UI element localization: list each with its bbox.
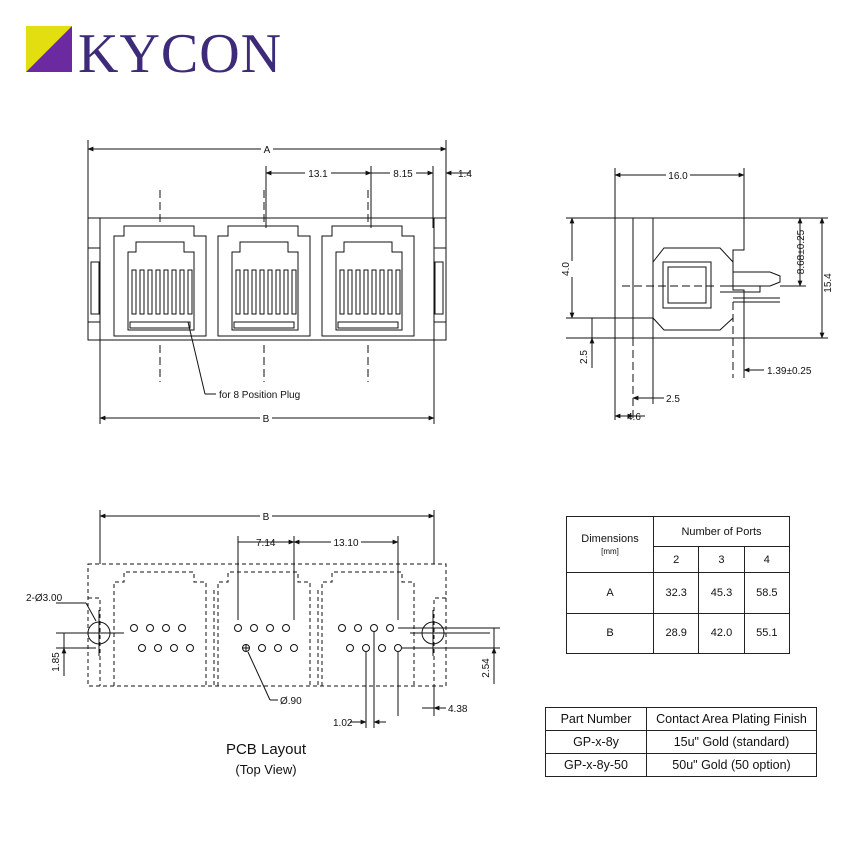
brand-name: KYCON — [78, 23, 282, 85]
row-label: A — [566, 572, 654, 614]
pcb-dim-holes: 2-Ø3.00 — [26, 593, 63, 604]
dims-header-cell: Dimensions [mm] — [566, 516, 654, 573]
pcb-dim-pin-dia: Ø.90 — [280, 696, 302, 707]
side-dim-post: 2.5 — [666, 394, 680, 405]
ports-header: Number of Ports — [653, 516, 790, 547]
pcb-pins-upper — [130, 624, 394, 632]
side-dim-lower: 2.5 — [579, 350, 590, 364]
dims-unit: [mm] — [601, 546, 619, 556]
side-dim-center: 8.68±0.25 — [796, 229, 807, 274]
side-view — [566, 168, 828, 420]
pn-header: Contact Area Plating Finish — [646, 707, 817, 731]
ports-col: 4 — [743, 546, 791, 573]
front-dim-edge: 1.4 — [458, 169, 472, 180]
dims-header: Dimensions — [581, 532, 639, 545]
side-dim-height: 15.4 — [823, 273, 834, 293]
pn-cell: GP-x-8y-50 — [545, 753, 647, 777]
table-cell: 28.9 — [652, 612, 700, 654]
table-cell: 32.3 — [652, 572, 700, 614]
pn-cell: GP-x-8y — [545, 730, 647, 754]
side-dim-post-offset: 4.6 — [627, 412, 641, 423]
ports-col: 2 — [652, 546, 700, 573]
table-cell: 55.1 — [743, 612, 791, 654]
front-port-3 — [321, 190, 415, 382]
pcb-dim-port-pitch: 13.10 — [333, 538, 358, 549]
logo-triangle-purple-icon — [26, 26, 72, 72]
front-dim-offset: 8.15 — [393, 169, 413, 180]
plug-note: for 8 Position Plug — [219, 390, 300, 401]
pn-cell: 50u" Gold (50 option) — [646, 753, 817, 777]
pcb-dim-row-pitch: 1.02 — [333, 718, 353, 729]
pn-header: Part Number — [545, 707, 647, 731]
front-dim-pitch: 13.1 — [308, 169, 328, 180]
pcb-layout — [56, 510, 500, 728]
pcb-layout-subtitle: (Top View) — [235, 762, 297, 777]
pcb-dim-b: B — [263, 512, 270, 523]
kycon-logo: KYCON — [26, 23, 282, 85]
pcb-dim-row-height: 2.54 — [481, 658, 492, 678]
table-cell: 45.3 — [698, 572, 745, 614]
pcb-dim-row-offset: 1.85 — [51, 652, 62, 672]
side-dim-depth: 16.0 — [668, 171, 688, 182]
front-view — [87, 140, 470, 424]
front-dim-a: A — [264, 145, 271, 156]
pcb-dim-edge: 4.38 — [448, 704, 468, 715]
pn-cell: 15u" Gold (standard) — [646, 730, 817, 754]
part-number-table: Part Number Contact Area Plating Finish … — [545, 707, 817, 777]
front-port-2 — [217, 190, 311, 382]
ports-col: 3 — [698, 546, 745, 573]
table-cell: 58.5 — [743, 572, 791, 614]
row-label: B — [566, 612, 654, 654]
side-dim-upper: 4.0 — [561, 262, 572, 276]
pcb-pins-lower — [138, 644, 402, 652]
side-dim-pin-spacing: 1.39±0.25 — [767, 366, 812, 377]
front-dim-b: B — [263, 414, 270, 425]
table-cell: 42.0 — [698, 612, 745, 654]
pcb-layout-title: PCB Layout — [225, 741, 307, 758]
dimensions-table: Dimensions [mm] Number of Ports 2 3 4 A … — [566, 516, 791, 654]
front-port-1 — [113, 190, 207, 382]
pcb-dim-pin-pitch: 7.14 — [256, 538, 276, 549]
